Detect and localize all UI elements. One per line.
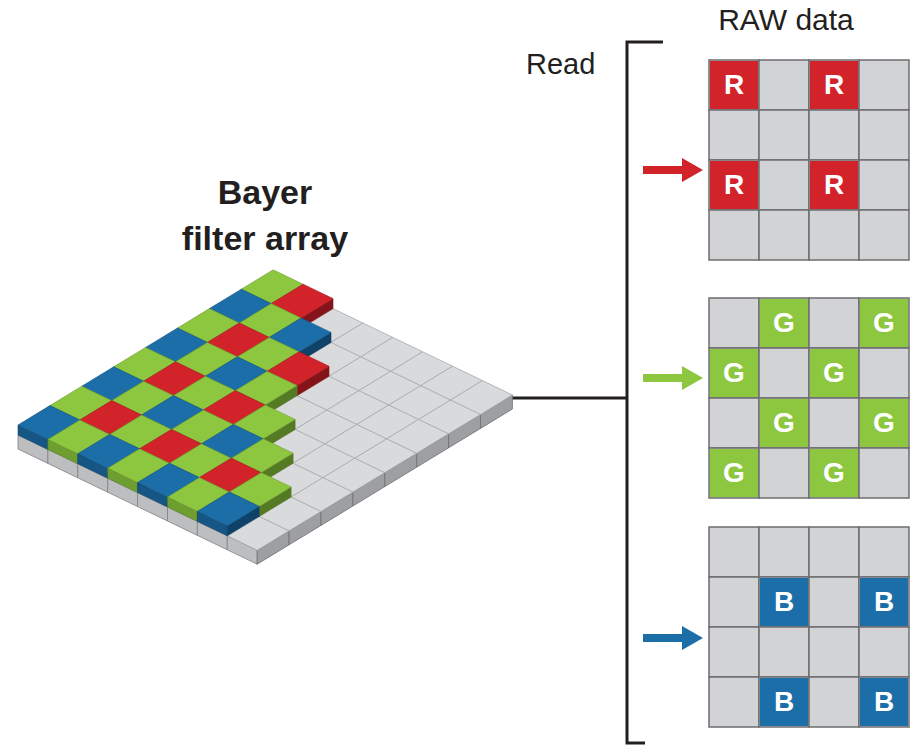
- empty-pixel: [809, 298, 859, 348]
- channel-letter: G: [773, 409, 795, 437]
- channel-letter: B: [874, 688, 894, 716]
- green-pixel: G: [710, 449, 759, 498]
- channel-letter: G: [823, 359, 845, 387]
- empty-pixel: [759, 110, 809, 160]
- empty-pixel: [709, 160, 759, 210]
- sensor-pixel: [451, 381, 513, 415]
- read-arrow: [643, 626, 703, 650]
- red-pixel: R: [810, 161, 859, 210]
- empty-pixel: [809, 577, 859, 627]
- empty-pixel: [759, 348, 809, 398]
- empty-pixel: [859, 527, 909, 577]
- green-pixel: G: [810, 449, 859, 498]
- empty-pixel: [859, 677, 909, 727]
- empty-pixel: [709, 627, 759, 677]
- channel-letter: G: [823, 459, 845, 487]
- empty-pixel: [859, 577, 909, 627]
- read-arrow: [643, 158, 703, 182]
- green-pixel: G: [760, 399, 809, 448]
- empty-pixel: [709, 577, 759, 627]
- channel-letter: R: [824, 71, 844, 99]
- empty-pixel: [759, 298, 809, 348]
- read-arrows: [643, 158, 703, 650]
- red-pixel: R: [710, 61, 759, 110]
- red-pixel: R: [810, 61, 859, 110]
- empty-pixel: [759, 160, 809, 210]
- empty-pixel: [859, 448, 909, 498]
- empty-pixel: [759, 627, 809, 677]
- empty-pixel: [809, 527, 859, 577]
- empty-pixel: [859, 160, 909, 210]
- empty-pixel: [859, 627, 909, 677]
- empty-pixel: [809, 627, 859, 677]
- channel-letter: G: [873, 309, 895, 337]
- empty-pixel: [709, 398, 759, 448]
- color-filter: [197, 492, 259, 536]
- green-pixel: G: [710, 349, 759, 398]
- empty-pixel: [709, 110, 759, 160]
- filter-top: [197, 492, 259, 526]
- bayer-array: [18, 270, 512, 564]
- empty-pixel: [859, 398, 909, 448]
- empty-pixel: [859, 60, 909, 110]
- array-title: Bayer filter array: [179, 170, 351, 262]
- channel-letter: G: [723, 459, 745, 487]
- green-pixel: G: [810, 349, 859, 398]
- empty-pixel: [709, 348, 759, 398]
- channel-letter: R: [824, 171, 844, 199]
- channel-letter: B: [874, 588, 894, 616]
- empty-pixel: [859, 348, 909, 398]
- read-label: Read: [526, 47, 595, 82]
- empty-pixel: [709, 298, 759, 348]
- green-pixel: G: [860, 299, 909, 348]
- empty-pixel: [859, 110, 909, 160]
- empty-pixel: [709, 448, 759, 498]
- empty-pixel: [809, 448, 859, 498]
- empty-pixel: [809, 677, 859, 727]
- channel-letter: G: [873, 409, 895, 437]
- blue-pixel: B: [860, 578, 909, 627]
- empty-pixel: [859, 210, 909, 260]
- blue-pixel: B: [760, 578, 809, 627]
- empty-pixel: [759, 577, 809, 627]
- channel-letter: B: [774, 588, 794, 616]
- raw-grids: [709, 60, 909, 727]
- empty-pixel: [759, 677, 809, 727]
- empty-pixel: [709, 677, 759, 727]
- green-pixel: G: [760, 299, 809, 348]
- empty-pixel: [809, 110, 859, 160]
- empty-pixel: [759, 527, 809, 577]
- channel-letter: R: [724, 171, 744, 199]
- empty-pixel: [709, 210, 759, 260]
- empty-pixel: [809, 60, 859, 110]
- raw-data-heading: RAW data: [711, 2, 861, 38]
- empty-pixel: [709, 527, 759, 577]
- blue-pixel: B: [760, 678, 809, 727]
- empty-pixel: [809, 348, 859, 398]
- blue-pixel: B: [860, 678, 909, 727]
- channel-letter: B: [774, 688, 794, 716]
- empty-pixel: [809, 160, 859, 210]
- channel-letter: R: [724, 71, 744, 99]
- empty-pixel: [809, 210, 859, 260]
- empty-pixel: [759, 60, 809, 110]
- channel-letter: G: [723, 359, 745, 387]
- green-pixel: G: [860, 399, 909, 448]
- red-pixel: R: [710, 161, 759, 210]
- empty-pixel: [759, 210, 809, 260]
- empty-pixel: [809, 398, 859, 448]
- empty-pixel: [759, 398, 809, 448]
- empty-pixel: [859, 298, 909, 348]
- channel-letter: G: [773, 309, 795, 337]
- empty-pixel: [709, 60, 759, 110]
- empty-pixel: [759, 448, 809, 498]
- read-arrow: [643, 366, 703, 390]
